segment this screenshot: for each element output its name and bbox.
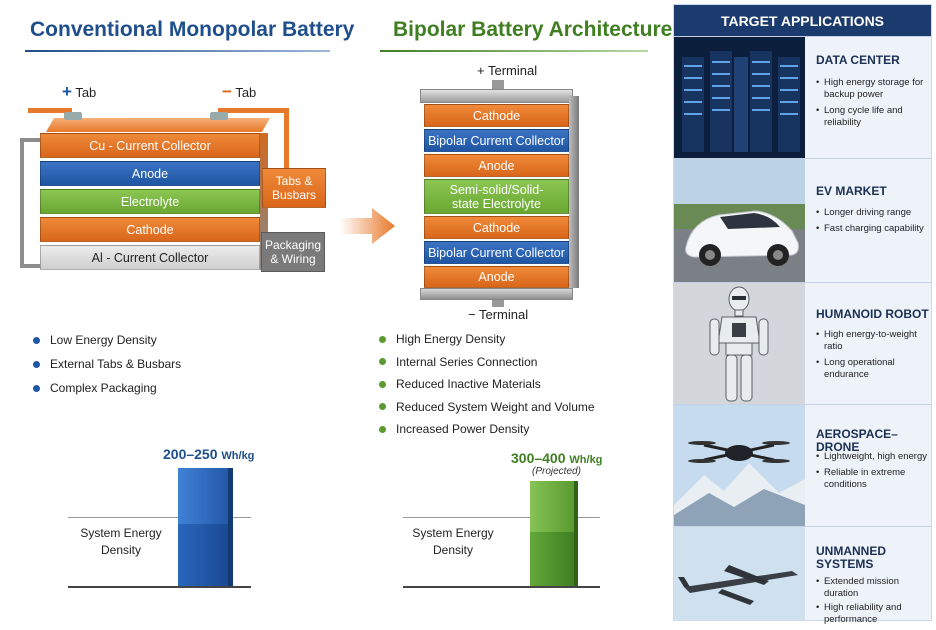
monopolar-value-label: 200–250 Wh/kg xyxy=(163,446,255,462)
minus-terminal-post xyxy=(492,300,504,307)
card-data-center: DATA CENTER High energy storage for back… xyxy=(674,36,931,158)
card-list: Extended mission duration High reliabili… xyxy=(816,576,928,630)
bipolar-bar-side xyxy=(574,481,578,586)
bip-layer-anode-2: Anode xyxy=(424,266,569,288)
bipolar-baseline xyxy=(403,586,600,588)
target-applications-panel: TARGET APPLICATIONS DAT xyxy=(673,4,932,625)
bipolar-projected-note: (Projected) xyxy=(532,466,581,477)
card-title: EV MARKET xyxy=(816,184,887,198)
bip-layer-electrolyte: Semi-solid/Solid-state Electrolyte xyxy=(424,179,569,214)
electric-car-icon xyxy=(674,159,805,282)
list-item: High Energy Density xyxy=(379,328,595,351)
list-item: External Tabs & Busbars xyxy=(33,352,181,376)
list-item: Extended mission duration xyxy=(816,576,928,600)
list-item: Reduced System Weight and Volume xyxy=(379,396,595,419)
list-item: Increased Power Density xyxy=(379,418,595,441)
bip-layer-collector-2: Bipolar Current Collector xyxy=(424,241,569,264)
mono-layer-cathode: Cathode xyxy=(40,217,260,242)
mono-layer-cu-collector: Cu - Current Collector xyxy=(40,133,260,158)
monopolar-bullet-list: Low Energy Density External Tabs & Busba… xyxy=(33,328,181,400)
list-item: High reliability and performance xyxy=(816,602,928,626)
uav-aircraft-icon xyxy=(674,527,805,621)
server-racks-icon xyxy=(674,37,805,158)
plus-terminal-post xyxy=(492,80,504,89)
card-list: High energy storage for backup power Lon… xyxy=(816,77,928,133)
list-item: Fast charging capability xyxy=(816,223,928,235)
plus-tab-terminal xyxy=(64,112,82,120)
top-plate xyxy=(420,89,573,103)
minus-terminal-label: − Terminal xyxy=(468,307,529,322)
list-item: High energy-to-weight ratio xyxy=(816,329,928,353)
plus-terminal-label: + Terminal xyxy=(477,63,538,78)
tabs-busbars-box: Tabs & Busbars xyxy=(262,168,326,208)
battery-side-depth-right xyxy=(569,96,579,288)
monopolar-baseline xyxy=(68,586,251,588)
list-item: Reduced Inactive Materials xyxy=(379,373,595,396)
list-item: Internal Series Connection xyxy=(379,351,595,374)
list-item: Complex Packaging xyxy=(33,376,181,400)
bip-layer-cathode-1: Cathode xyxy=(424,104,569,127)
card-list: Lightweight, high energy Reliable in ext… xyxy=(816,451,928,495)
monopolar-bar-side xyxy=(228,468,233,586)
bipolar-axis-label: System Energy Density xyxy=(412,526,494,557)
mono-layer-electrolyte: Electrolyte xyxy=(40,189,260,214)
card-list: Longer driving range Fast charging capab… xyxy=(816,207,928,239)
bipolar-value-label: 300–400 Wh/kg xyxy=(511,450,603,466)
list-item: Low Energy Density xyxy=(33,328,181,352)
minus-tab-wire xyxy=(218,108,288,113)
bipolar-reference-line xyxy=(403,517,600,518)
plus-tab-wire xyxy=(28,108,72,113)
right-title-underline xyxy=(380,50,648,52)
list-item: High energy storage for backup power xyxy=(816,77,928,101)
plus-sign: + xyxy=(62,82,72,101)
bip-layer-cathode-2: Cathode xyxy=(424,216,569,239)
minus-tab-label: − Tab xyxy=(222,82,257,101)
bip-layer-anode-1: Anode xyxy=(424,154,569,177)
humanoid-robot-icon xyxy=(674,283,805,404)
card-humanoid-robot: HUMANOID ROBOT High energy-to-weight rat… xyxy=(674,282,931,404)
list-item: Longer driving range xyxy=(816,207,928,219)
list-item: Lightweight, high energy xyxy=(816,451,928,463)
mono-layer-anode: Anode xyxy=(40,161,260,186)
card-title: UNMANNED SYSTEMS xyxy=(816,544,886,571)
list-item: Long operational endurance xyxy=(816,357,928,381)
card-unmanned-systems: UNMANNED SYSTEMS Extended mission durati… xyxy=(674,526,931,625)
bipolar-bar-upper xyxy=(530,481,574,532)
card-title: HUMANOID ROBOT xyxy=(816,307,929,321)
mono-layer-al-collector: Al - Current Collector xyxy=(40,245,260,270)
card-ev-market: EV MARKET Longer driving range Fast char… xyxy=(674,158,931,282)
monopolar-axis-label: System Energy Density xyxy=(80,526,162,557)
plus-tab-label: + Tab xyxy=(62,82,97,101)
card-title: DATA CENTER xyxy=(816,53,900,67)
left-title-underline xyxy=(25,50,330,52)
battery-top-lid xyxy=(45,118,271,132)
minus-tab-wire-down xyxy=(284,108,289,168)
card-list: High energy-to-weight ratio Long operati… xyxy=(816,329,928,385)
list-item: Reliable in extreme conditions xyxy=(816,467,928,491)
right-title: Bipolar Battery Architecture xyxy=(393,18,673,41)
card-aerospace-drone: AEROSPACE–DRONE Lightweight, high energy… xyxy=(674,404,931,526)
bip-layer-collector-1: Bipolar Current Collector xyxy=(424,129,569,152)
list-item: Long cycle life and reliability xyxy=(816,105,928,129)
bipolar-bullet-list: High Energy Density Internal Series Conn… xyxy=(379,328,595,441)
drone-icon xyxy=(674,405,805,526)
packaging-wiring-box: Packaging & Wiring xyxy=(261,232,325,272)
minus-sign: − xyxy=(222,82,232,101)
battery-case-frame xyxy=(20,138,40,268)
bottom-plate xyxy=(420,288,573,300)
left-title: Conventional Monopolar Battery xyxy=(30,18,355,41)
monopolar-reference-line xyxy=(68,517,251,518)
panel-header: TARGET APPLICATIONS xyxy=(674,5,931,36)
transition-arrow-icon xyxy=(340,208,395,244)
minus-tab-terminal xyxy=(210,112,228,120)
monopolar-bar-upper xyxy=(178,468,228,524)
